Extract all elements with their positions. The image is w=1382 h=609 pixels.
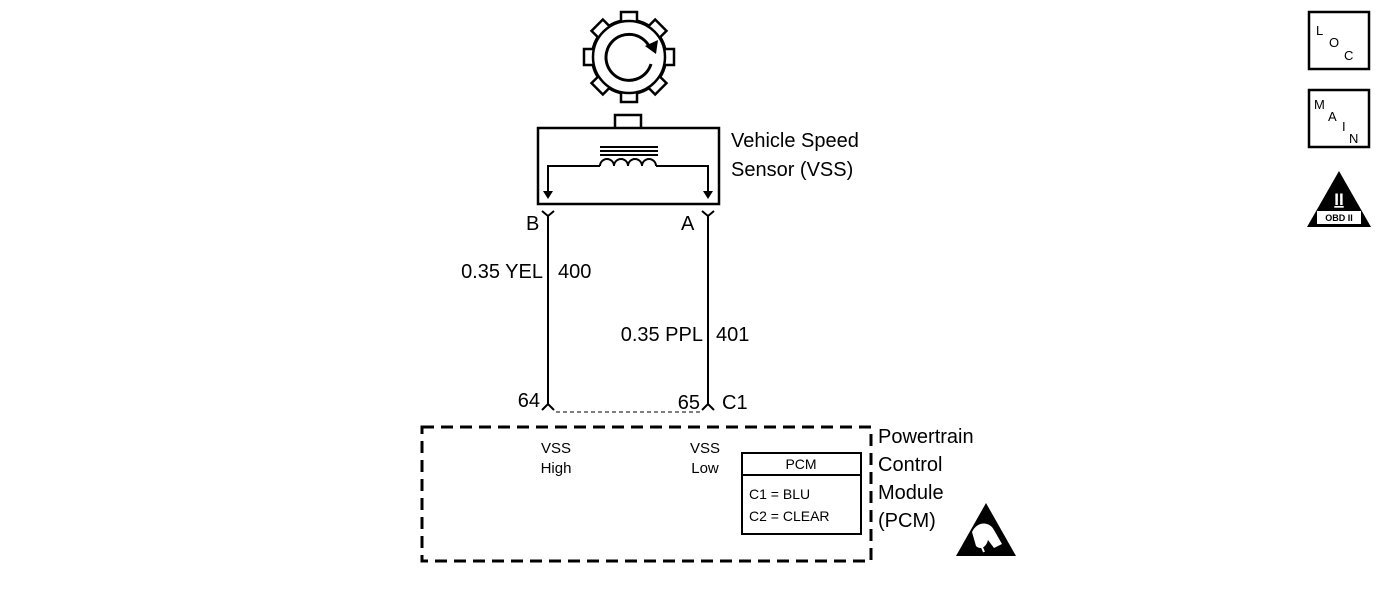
wire-401-gauge-color: 0.35 PPL <box>621 324 703 346</box>
pcm-name-line3: Module <box>878 482 944 504</box>
wire-401-circuit: 401 <box>716 324 749 346</box>
loc-letter-c: C <box>1344 48 1353 63</box>
vss-high-line2: High <box>541 460 572 477</box>
pcm-box <box>420 425 873 563</box>
arrow-to-terminal-b <box>543 191 553 199</box>
wire-400-gauge-color: 0.35 YEL <box>461 261 543 283</box>
rotating-gear-icon <box>582 10 676 104</box>
wire-400-circuit: 400 <box>558 261 591 283</box>
connector-mark-b <box>541 210 555 218</box>
rotation-arrow <box>645 40 658 54</box>
pcm-name-line1: Powertrain <box>878 426 974 448</box>
arrow-to-terminal-a <box>703 191 713 199</box>
vss-low-line1: VSS <box>690 440 720 457</box>
loc-letter-l: L <box>1316 23 1323 38</box>
pcm-pin-64: 64 <box>518 390 540 412</box>
main-icon[interactable]: M A I N <box>1307 88 1371 149</box>
vss-low-line2: Low <box>691 460 719 477</box>
legend-title: PCM <box>785 456 816 472</box>
pcm-name-line4: (PCM) <box>878 510 936 532</box>
main-letter-a: A <box>1328 109 1337 124</box>
main-letter-i: I <box>1342 119 1346 134</box>
coil-icon <box>547 146 709 195</box>
esd-warning-icon <box>956 503 1016 556</box>
vss-high-line1: VSS <box>541 440 571 457</box>
pcm-name-line2: Control <box>878 454 942 476</box>
main-letter-n: N <box>1349 131 1358 146</box>
connector-mark-65 <box>701 402 715 411</box>
connector-c1-label: C1 <box>722 392 748 414</box>
pcm-connector-legend: PCM C1 = BLU C2 = CLEAR <box>741 452 862 535</box>
legend-row-c1: C1 = BLU <box>749 486 810 502</box>
pcm-pin-65: 65 <box>678 392 700 414</box>
obd-label: OBD II <box>1325 213 1353 223</box>
terminal-b-label: B <box>526 213 539 235</box>
loc-icon[interactable]: L O C <box>1307 10 1371 71</box>
main-letter-m: M <box>1314 97 1325 112</box>
connector-mark-64 <box>541 402 555 411</box>
terminal-a-label: A <box>681 213 695 235</box>
obd-ii-icon[interactable]: II OBD II <box>1307 171 1371 227</box>
sensor-name-line2: Sensor (VSS) <box>731 159 853 181</box>
legend-row-c2: C2 = CLEAR <box>749 508 830 524</box>
sensor-name-line1: Vehicle Speed <box>731 130 859 152</box>
loc-letter-o: O <box>1329 35 1339 50</box>
obd-numeral: II <box>1334 190 1343 209</box>
connector-mark-a <box>701 210 715 218</box>
